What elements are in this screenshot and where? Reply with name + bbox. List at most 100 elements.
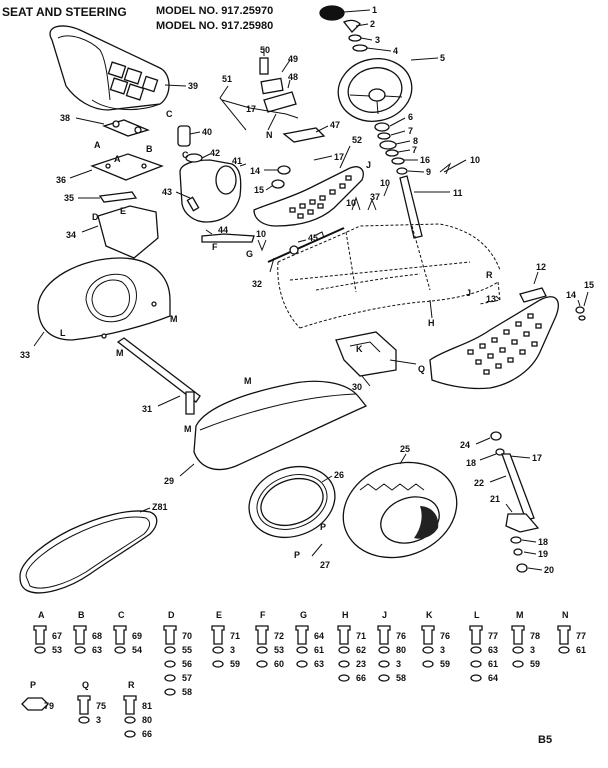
hardware-letter: L <box>474 610 480 620</box>
hardware-part-number: 63 <box>314 659 324 669</box>
bracket-47 <box>282 127 326 143</box>
hardware-part-number: 59 <box>440 659 450 669</box>
svg-text:C: C <box>182 150 189 160</box>
hardware-part-shape <box>211 625 225 645</box>
hardware-part-shape <box>557 625 571 645</box>
hardware-part-number: 58 <box>396 673 406 683</box>
hardware-part-number: 66 <box>142 729 152 739</box>
hardware-part-number: 3 <box>440 645 445 655</box>
hardware-letter: R <box>128 680 135 690</box>
hardware-part-number: 53 <box>274 645 284 655</box>
svg-text:M: M <box>116 348 124 358</box>
hardware-part-shape <box>21 697 49 711</box>
hardware-letter: J <box>382 610 387 620</box>
steering-wheel <box>337 58 413 122</box>
svg-text:2: 2 <box>370 19 375 29</box>
svg-text:7: 7 <box>412 145 417 155</box>
steering-bolt <box>342 19 361 33</box>
hardware-part-shape <box>470 646 482 654</box>
hardware-letter: H <box>342 610 349 620</box>
svg-text:20: 20 <box>544 565 554 575</box>
steering-cap <box>319 5 345 21</box>
svg-text:51: 51 <box>222 74 232 84</box>
svg-text:J: J <box>366 160 371 170</box>
svg-text:F: F <box>212 242 218 252</box>
svg-text:29: 29 <box>164 476 174 486</box>
model-number-1: MODEL NO. 917.25970 <box>156 5 273 17</box>
svg-text:D: D <box>92 212 99 222</box>
hardware-part-number: 71 <box>230 631 240 641</box>
svg-text:32: 32 <box>252 279 262 289</box>
svg-text:17: 17 <box>334 152 344 162</box>
svg-text:P: P <box>320 522 326 532</box>
hardware-part-shape <box>163 625 177 645</box>
hardware-part-number: 77 <box>488 631 498 641</box>
svg-text:24: 24 <box>460 440 470 450</box>
hardware-letter: A <box>38 610 45 620</box>
hardware-part-shape <box>77 695 91 715</box>
hardware-part-number: 61 <box>488 659 498 669</box>
svg-text:15: 15 <box>584 280 594 290</box>
hardware-part-number: 63 <box>488 645 498 655</box>
hardware-part-shape <box>296 646 308 654</box>
svg-text:M: M <box>244 376 252 386</box>
seat-adjust-rod <box>219 85 247 131</box>
svg-text:30: 30 <box>352 382 362 392</box>
svg-text:37: 37 <box>370 192 380 202</box>
svg-text:42: 42 <box>210 148 220 158</box>
page-number: B5 <box>538 734 552 746</box>
hardware-part-number: 56 <box>182 659 192 669</box>
svg-text:A: A <box>114 154 121 164</box>
hardware-part-number: 71 <box>356 631 366 641</box>
hardware-part-shape <box>295 625 309 645</box>
svg-text:N: N <box>266 130 273 140</box>
hardware-part-number: 60 <box>274 659 284 669</box>
front-bracket: K Q 30 <box>335 331 425 392</box>
hardware-letter: F <box>260 610 266 620</box>
svg-text:40: 40 <box>202 127 212 137</box>
hardware-part-shape <box>256 646 268 654</box>
svg-text:26: 26 <box>334 470 344 480</box>
hardware-part-shape <box>470 674 482 682</box>
hardware-part-shape <box>338 646 350 654</box>
svg-text:18: 18 <box>466 458 476 468</box>
svg-text:8: 8 <box>413 136 418 146</box>
seat-adjuster: 50 49 48 <box>259 45 298 113</box>
hardware-part-number: 80 <box>142 715 152 725</box>
svg-text:21: 21 <box>490 494 500 504</box>
hardware-part-number: 68 <box>92 631 102 641</box>
seat-hinge: 38 A B <box>60 113 153 154</box>
svg-text:17: 17 <box>532 453 542 463</box>
hardware-part-number: 76 <box>440 631 450 641</box>
svg-text:14: 14 <box>566 290 576 300</box>
hardware-part-shape <box>164 646 176 654</box>
svg-text:15: 15 <box>254 185 264 195</box>
svg-text:19: 19 <box>538 549 548 559</box>
svg-text:14: 14 <box>250 166 260 176</box>
hardware-letter: K <box>426 610 433 620</box>
hardware-part-number: 75 <box>96 701 106 711</box>
hardware-part-shape <box>212 660 224 668</box>
hardware-letter: P <box>30 680 36 690</box>
hood: M 29 <box>164 376 368 486</box>
svg-text:10: 10 <box>256 229 266 239</box>
hardware-part-number: 63 <box>92 645 102 655</box>
hardware-part-shape <box>469 625 483 645</box>
hardware-part-shape <box>512 660 524 668</box>
hardware-part-shape <box>123 695 137 715</box>
svg-text:M: M <box>170 314 178 324</box>
hardware-part-shape <box>113 625 127 645</box>
hardware-part-shape <box>511 625 525 645</box>
svg-text:13: 13 <box>486 294 496 304</box>
svg-text:35: 35 <box>64 193 74 203</box>
pivot-bushing <box>177 125 191 147</box>
hardware-part-number: 77 <box>576 631 586 641</box>
